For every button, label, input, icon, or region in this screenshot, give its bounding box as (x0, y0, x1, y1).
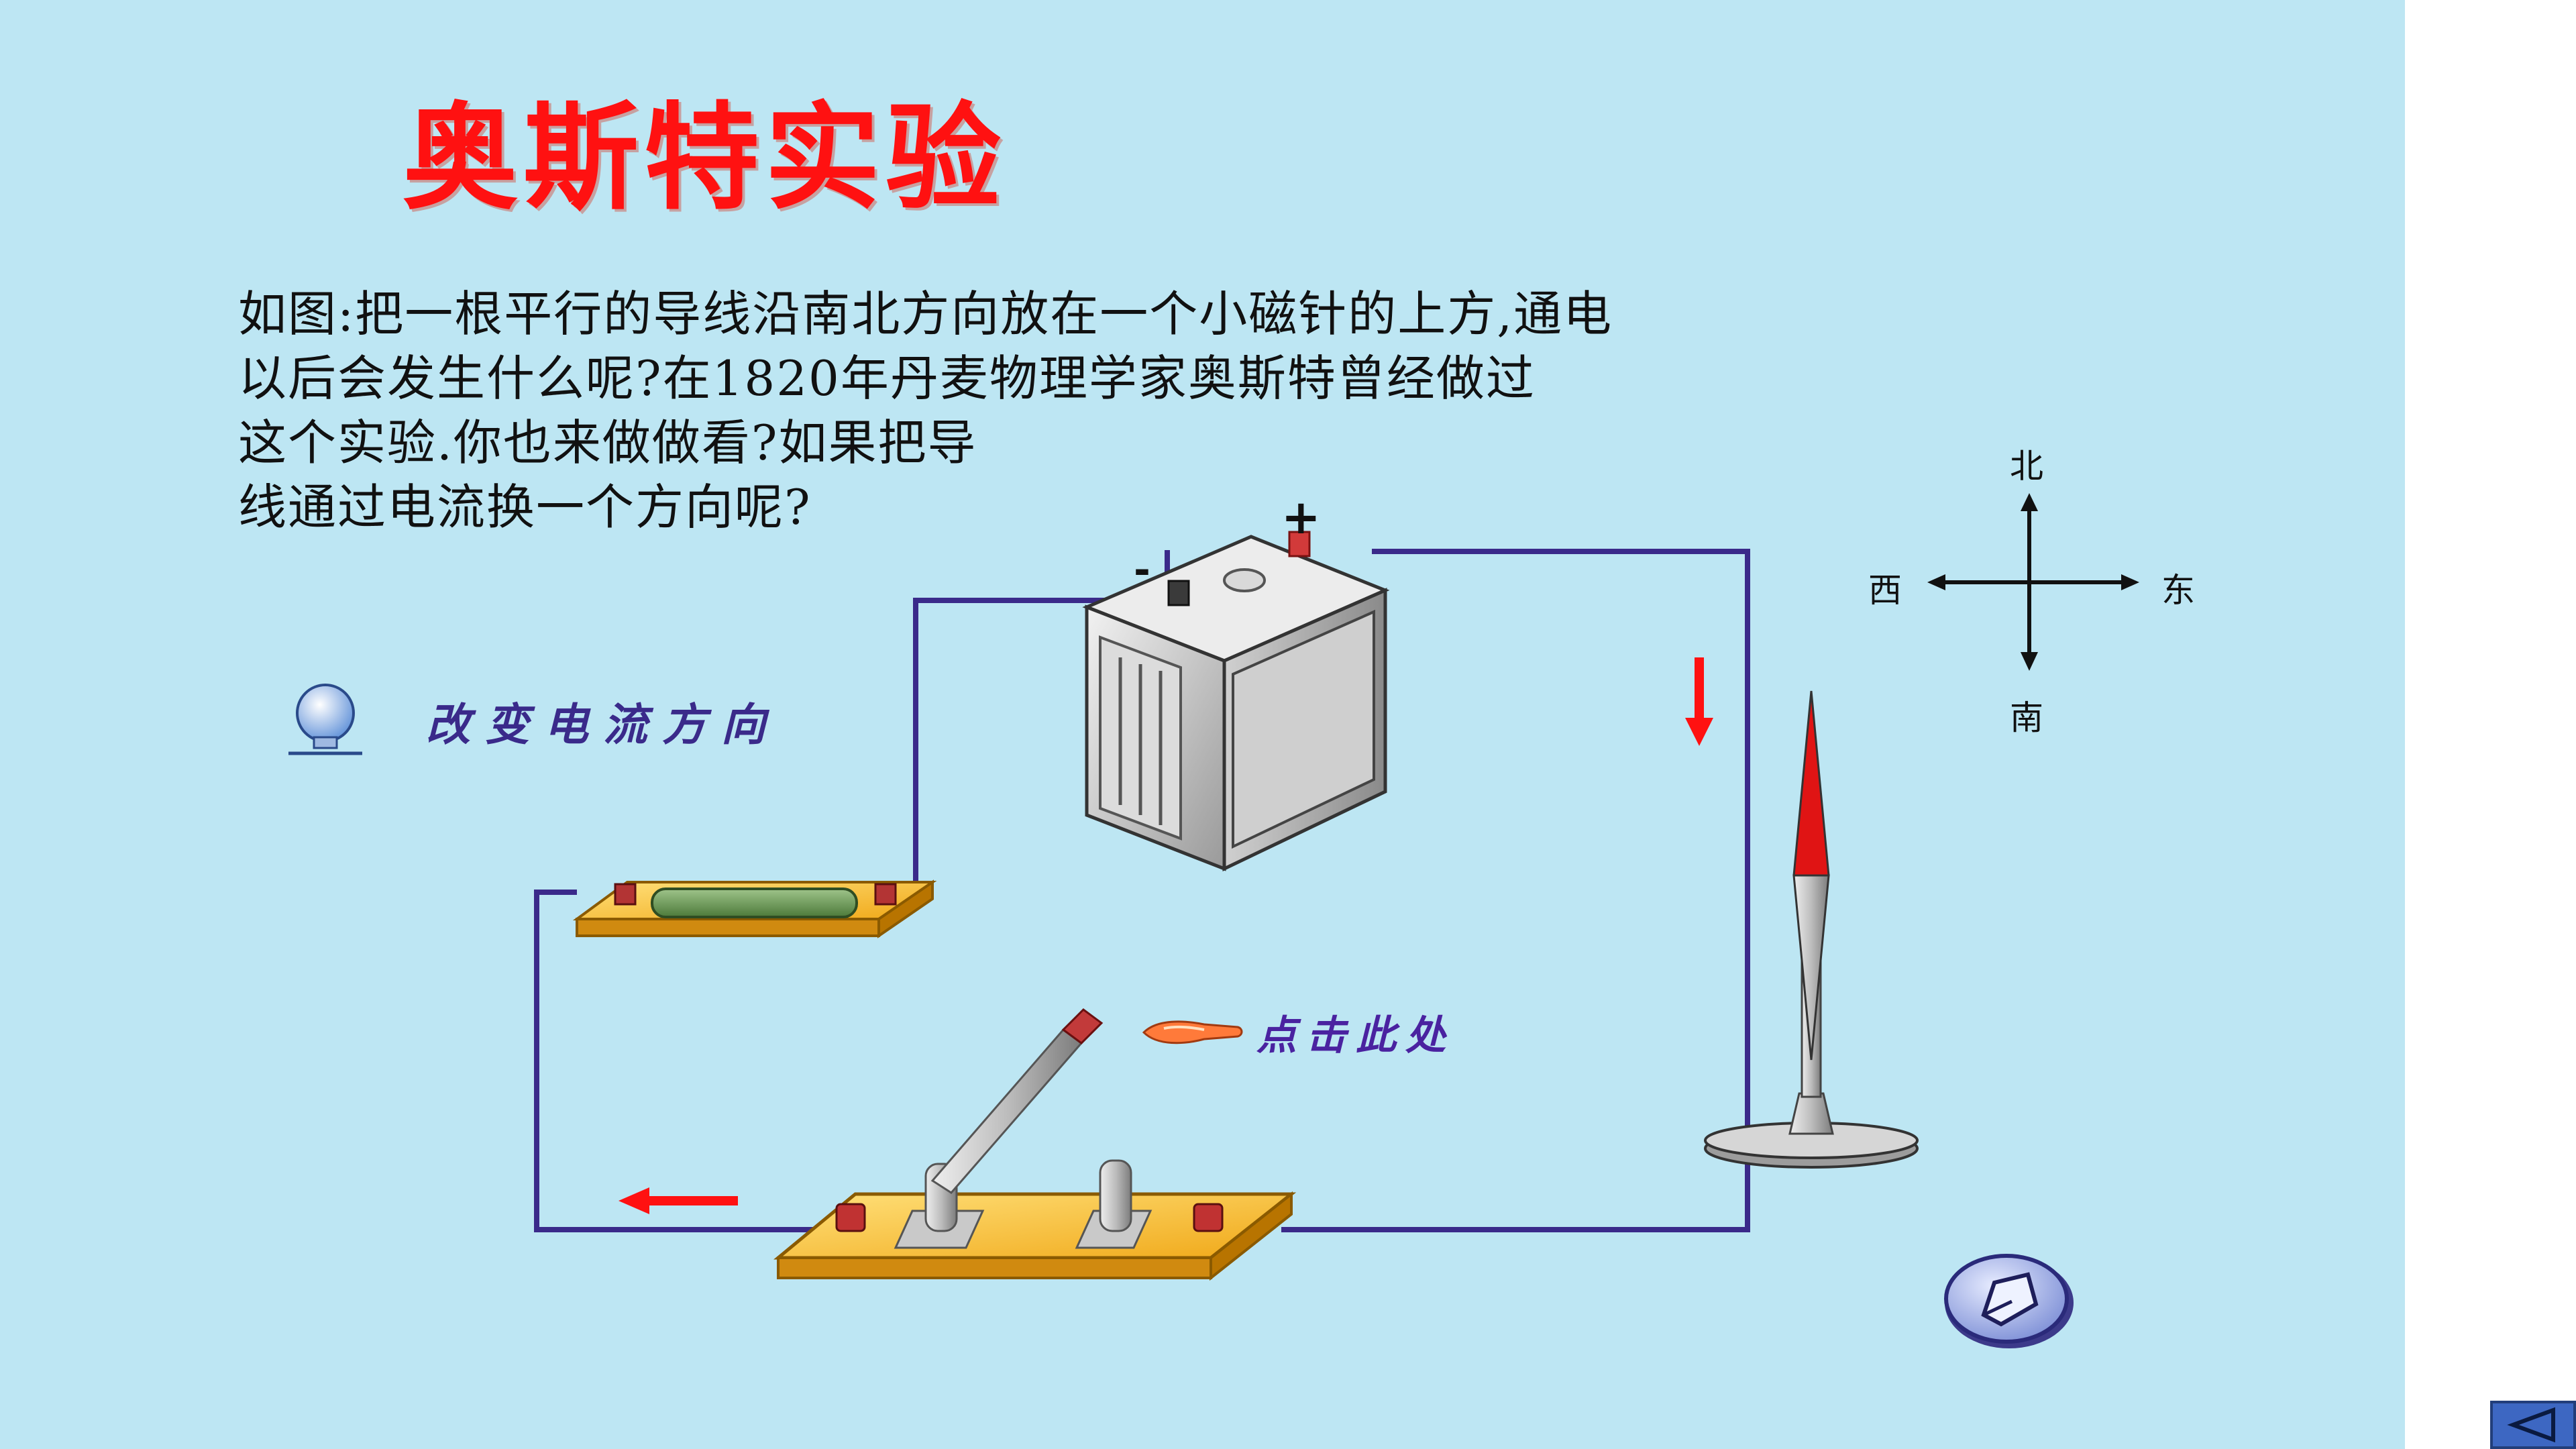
battery-negative-label: - (1134, 547, 1150, 594)
triangle-left-icon (2507, 1407, 2555, 1443)
current-arrow-down (1685, 657, 1713, 746)
resistor (572, 879, 937, 938)
change-current-label: 改变电流方向 (426, 698, 780, 751)
battery (1082, 531, 1390, 871)
pointing-hand-icon (1142, 1020, 1243, 1044)
page-title: 奥斯特实验 (402, 91, 1006, 225)
magnetic-needle (1704, 690, 1919, 1169)
circuit-diagram: + - (534, 490, 2139, 1281)
pen-icon (1944, 1254, 2074, 1348)
compass-south-label: 南 (2010, 698, 2043, 737)
change-current-direction-button[interactable]: 改变电流方向 (282, 681, 780, 761)
description-line: 线通过电流换一个方向呢? (238, 479, 812, 535)
description-line: 如图:把一根平行的导线沿南北方向放在一个小磁针的上方,通电 (238, 286, 1613, 342)
compass-rose (1927, 493, 2139, 671)
description-line: 以后会发生什么呢?在1820年丹麦物理学家奥斯特曾经做过 (238, 350, 1536, 407)
battery-positive-label: + (1281, 490, 1321, 545)
compass-east-label: 东 (2161, 571, 2195, 610)
slide: 奥斯特实验 如图:把一根平行的导线沿南北方向放在一个小磁针的上方,通电 以后会发… (0, 0, 2405, 1449)
description: 如图:把一根平行的导线沿南北方向放在一个小磁针的上方,通电 以后会发生什么呢?在… (238, 282, 1613, 539)
description-line: 这个实验.你也来做做看?如果把导 (238, 415, 977, 471)
lightbulb-icon (288, 684, 362, 755)
knife-switch[interactable] (773, 1008, 1297, 1281)
compass-north-label: 北 (2010, 447, 2043, 486)
compass-west-label: 西 (1868, 571, 1902, 610)
current-arrow-left (619, 1187, 738, 1214)
pen-button[interactable] (1942, 1249, 2076, 1350)
click-here-button[interactable]: 点击此处 (1137, 1003, 1455, 1061)
click-here-label: 点击此处 (1256, 1012, 1455, 1059)
back-button[interactable] (2490, 1401, 2576, 1449)
